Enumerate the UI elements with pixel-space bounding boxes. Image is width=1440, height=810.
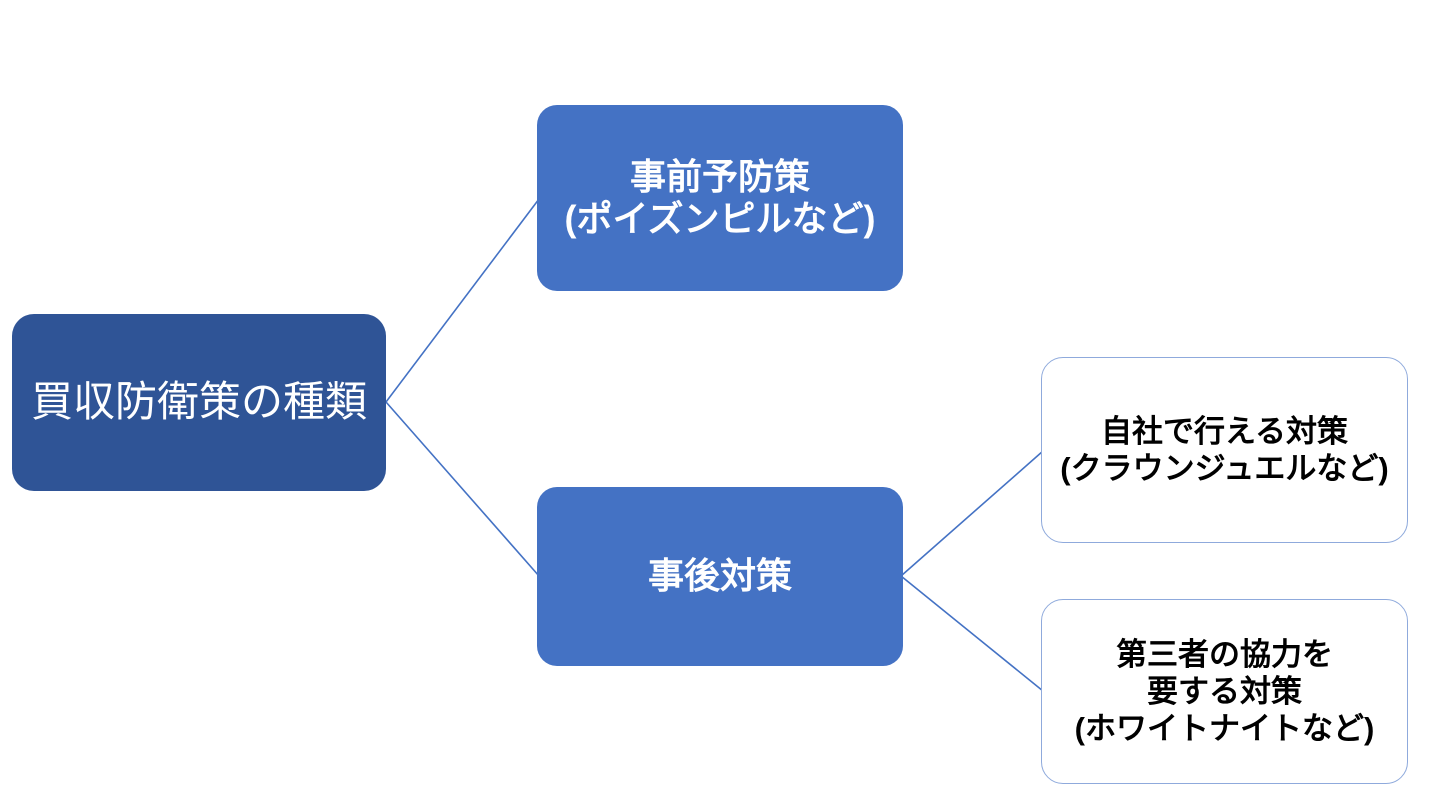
node-self-label-line1: 自社で行える対策	[1100, 413, 1349, 449]
node-preventive-measures: 事前予防策 (ポイズンピルなど)	[537, 105, 903, 291]
node-third-label-line2: 要する対策	[1147, 673, 1302, 709]
node-pre-label-line2: (ポイズンピルなど)	[564, 198, 876, 239]
node-pre-label-line1: 事前予防策	[629, 155, 810, 197]
node-root-takeover-defense-types: 買収防衛策の種類	[12, 314, 386, 491]
node-third-party-measures: 第三者の協力を 要する対策 (ホワイトナイトなど)	[1041, 599, 1408, 784]
node-third-label-line1: 第三者の協力を	[1116, 636, 1333, 672]
node-root-label: 買収防衛策の種類	[30, 378, 367, 426]
node-self-executed-measures: 自社で行える対策 (クラウンジュエルなど)	[1041, 357, 1408, 543]
node-self-label-line2: (クラウンジュエルなど)	[1060, 451, 1389, 486]
node-third-label-line3: (ホワイトナイトなど)	[1074, 711, 1375, 747]
connector-post-to-third	[900, 575, 1044, 692]
connector-root-to-pre	[385, 198, 540, 403]
connector-post-to-self	[900, 450, 1044, 577]
connector-root-to-post	[385, 401, 540, 577]
node-post-facto-measures: 事後対策	[537, 487, 903, 666]
node-post-label: 事後対策	[647, 555, 792, 597]
